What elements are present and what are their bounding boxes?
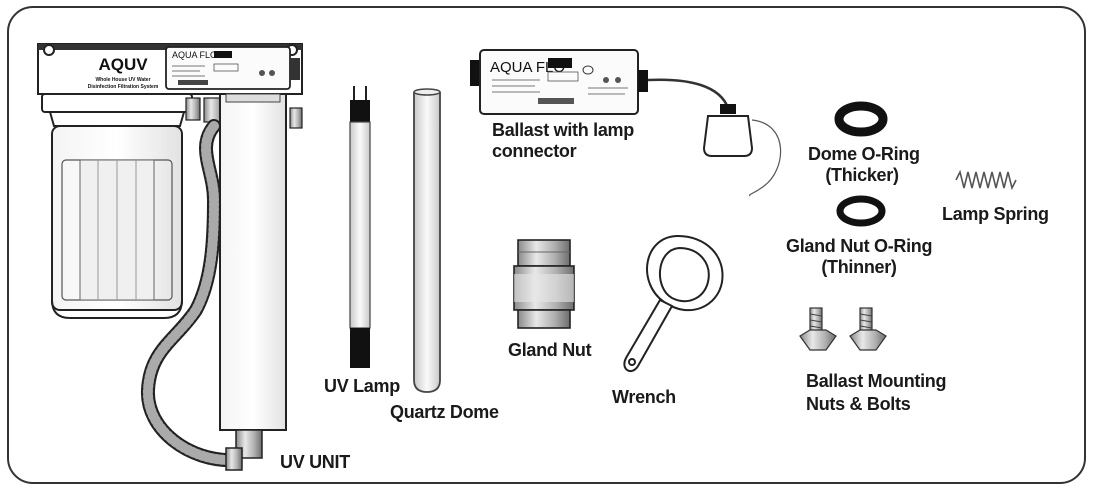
gland-oring-label-line-2: (Thinner): [821, 257, 897, 277]
ballast-label-line-1: Ballast with lamp: [492, 120, 634, 140]
wrench-label: Wrench: [612, 387, 676, 407]
dome-oring-label: Dome O-Ring (Thicker): [808, 144, 920, 186]
uv-lamp-graphic: [349, 86, 371, 368]
gland-nut-label: Gland Nut: [508, 340, 592, 360]
ballast-bolts-label-line-2: Nuts & Bolts: [806, 394, 911, 414]
quartz-dome-graphic: [413, 88, 441, 393]
gland-oring-label-line-1: Gland Nut O-Ring: [786, 236, 933, 256]
uv-chamber: [219, 93, 287, 431]
unit-ballast-brand: AQUA FLO: [172, 50, 217, 60]
unit-brand-subtitle-1: Whole House UV Water: [95, 77, 150, 83]
dome-oring-label-line-1: Dome O-Ring: [808, 144, 920, 164]
ballast-bolts-label-line-1: Ballast Mounting: [806, 371, 947, 391]
ballast-label-line-2: connector: [492, 141, 577, 161]
dome-oring-graphic: [834, 101, 888, 137]
dome-oring-label-line-2: (Thicker): [825, 165, 899, 185]
unit-brand-subtitle-2: Disinfection Filtration System: [88, 84, 159, 90]
gland-nut-graphic: [513, 239, 575, 329]
quartz-dome-label: Quartz Dome: [390, 402, 499, 422]
wrench-graphic: [623, 234, 724, 373]
lamp-spring-graphic: [955, 169, 1017, 191]
uv-unit-assembly: AQUV Whole House UV Water Disinfection F…: [37, 43, 303, 471]
uv-unit-label: UV UNIT: [280, 452, 350, 472]
lamp-spring-label: Lamp Spring: [942, 204, 1049, 224]
nuts-bolts-graphic: [799, 307, 887, 351]
ballast-brand-logo: AQUA FLO: [490, 59, 565, 76]
uv-lamp-label: UV Lamp: [324, 376, 400, 396]
ballast-bolts-label: Ballast Mounting Nuts & Bolts: [806, 370, 947, 416]
unit-brand-logo: AQUV: [98, 55, 148, 74]
gland-oring-label: Gland Nut O-Ring (Thinner): [786, 236, 932, 278]
ballast-graphic: AQUA FLO: [470, 49, 782, 197]
ballast-label: Ballast with lamp connector: [492, 120, 634, 162]
gland-oring-graphic: [836, 195, 886, 227]
